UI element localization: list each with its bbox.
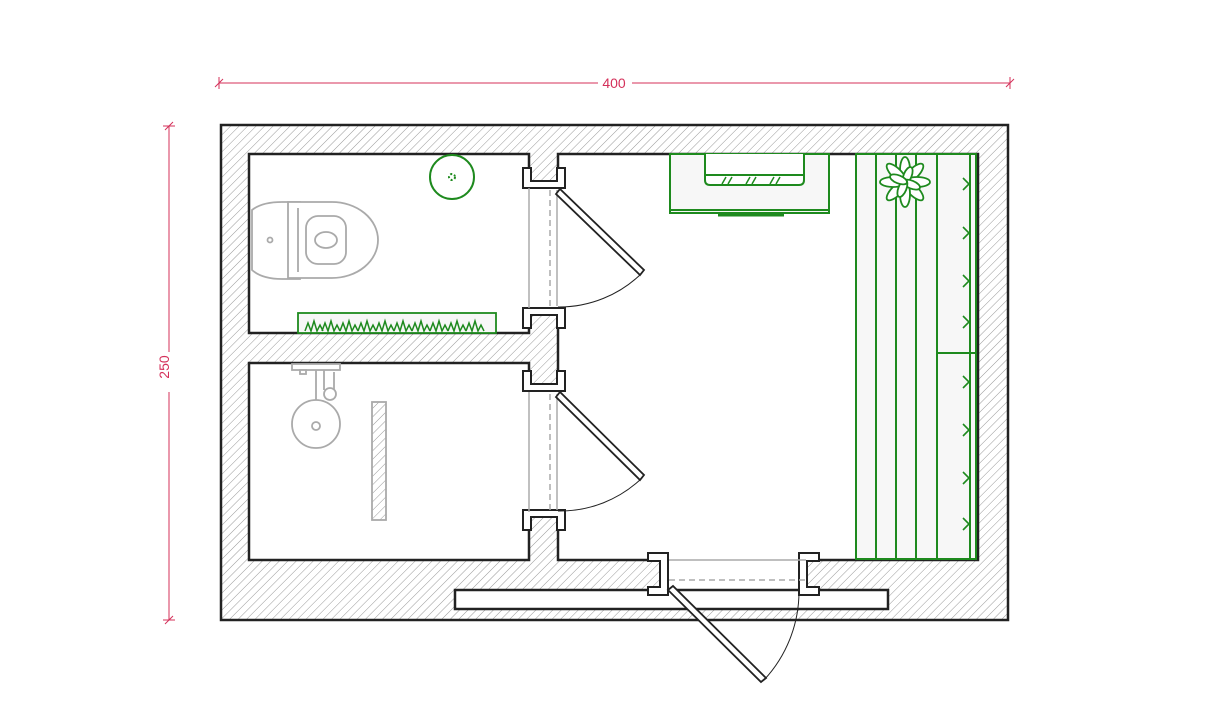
door-frames <box>522 167 820 596</box>
height-dimension <box>163 121 175 625</box>
plant-pot-icon <box>429 154 475 200</box>
door-icon <box>554 187 646 277</box>
entry-door[interactable] <box>666 584 800 684</box>
tv-unit-icon <box>669 153 830 217</box>
wardrobe-icon <box>855 153 977 560</box>
wc-door[interactable] <box>554 187 646 308</box>
width-label: 400 <box>602 75 626 91</box>
width-dimension <box>214 77 1015 89</box>
shower-door[interactable] <box>554 390 646 512</box>
shower-icon <box>291 363 341 449</box>
plant-icon <box>879 156 931 208</box>
door-icon <box>554 390 646 482</box>
height-label: 250 <box>156 355 172 379</box>
shower-drain-icon <box>371 401 387 521</box>
planter-icon <box>297 312 497 334</box>
toilet-icon <box>251 201 379 280</box>
